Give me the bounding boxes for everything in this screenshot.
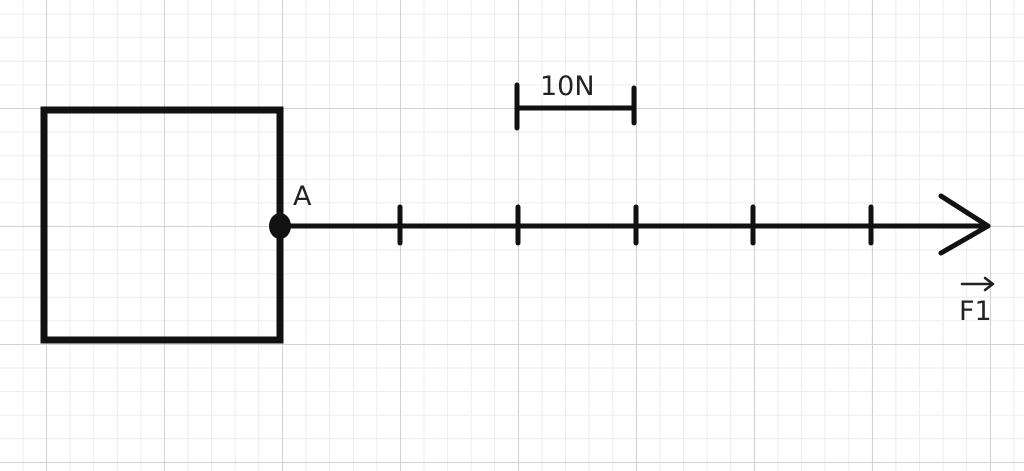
point-a <box>269 213 291 239</box>
point-a-label: A <box>293 181 312 212</box>
scale-bar <box>514 82 637 131</box>
block <box>40 106 284 344</box>
scale-bar-label: 10N <box>540 71 595 102</box>
force-label-vector-arrow <box>960 276 995 292</box>
force-vector-arrowhead <box>938 193 991 256</box>
force-label: F1 <box>959 296 992 327</box>
